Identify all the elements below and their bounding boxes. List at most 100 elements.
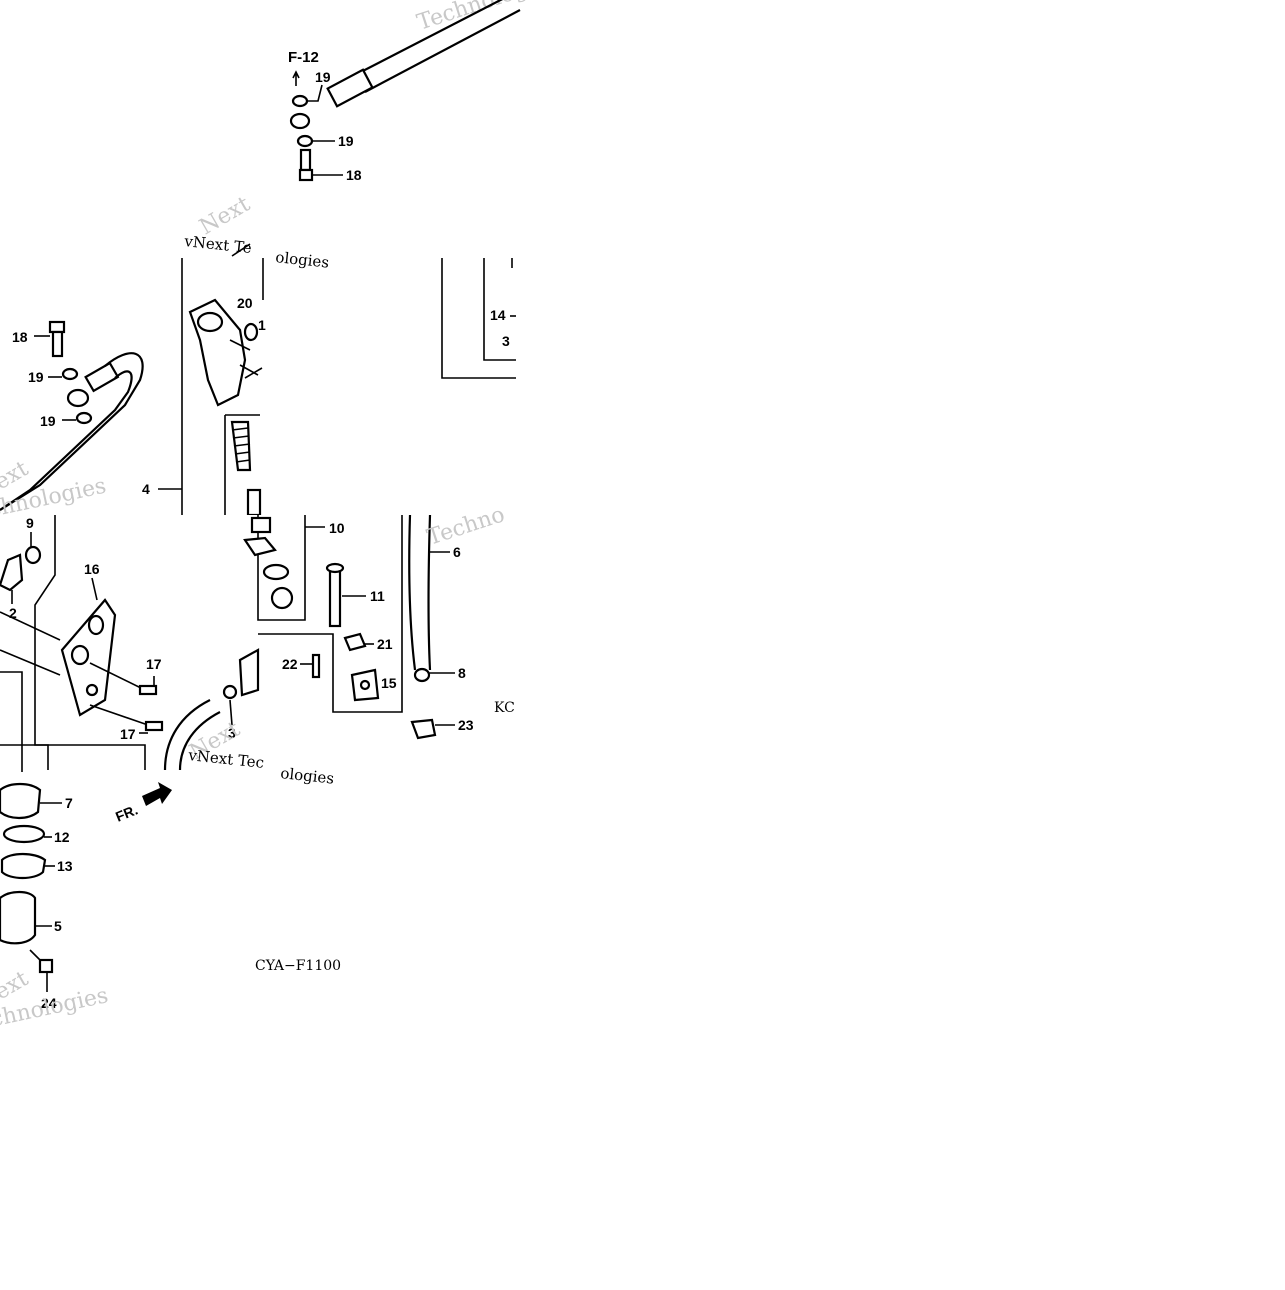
label-16: 16: [84, 561, 100, 577]
hose-clip-8: [413, 667, 431, 683]
diaphragm-13: [0, 852, 47, 880]
ref-f12-label: F-12: [288, 49, 319, 66]
watermark-vnext-1: vNext Te: [183, 232, 253, 257]
brake-hose-left-inner: [0, 370, 133, 511]
label-6: 6: [453, 544, 461, 560]
bolt-17a-guide: [89, 662, 146, 691]
diagram-code-bottom: CYA−F1100: [255, 958, 341, 974]
cylinder-detail-lines: [229, 339, 259, 376]
watermark-next-1: Next: [196, 192, 255, 240]
brake-hose-left-outer: [0, 352, 144, 511]
hose-fitting-top: [326, 68, 374, 108]
watermark-technologies-top: Technologies: [414, 0, 560, 36]
label-1: 1: [258, 317, 266, 333]
oil-bolt-shank-18a: [299, 148, 312, 172]
piston-box: [257, 515, 306, 621]
clevis-box: [258, 515, 403, 713]
reservoir-hose-inner: [178, 711, 221, 771]
reservoir-5: [0, 890, 37, 945]
hose-stub: [231, 243, 251, 257]
label-24: 24: [41, 995, 57, 1011]
hose-guide-23: [410, 718, 437, 740]
hose-eyelet-top: [289, 112, 311, 130]
lock-nut-21: [343, 632, 367, 652]
label-11: 11: [370, 588, 385, 604]
label-8: 8: [458, 665, 466, 681]
oil-bolt-shank-18b: [51, 330, 64, 358]
leader-3b: [229, 699, 233, 726]
leader-19a: [306, 84, 323, 102]
sealing-washer-19a: [291, 94, 309, 108]
spring-coils: [231, 427, 251, 463]
reservoir-cap-7: [0, 782, 42, 820]
bracket-hole-low: [85, 683, 99, 697]
label-12: 12: [54, 829, 70, 845]
rod-line-2: [0, 649, 61, 676]
bolt-17a: [138, 684, 158, 696]
label-18a: 18: [346, 167, 362, 183]
o-ring-20: [243, 322, 259, 342]
label-3b: 3: [228, 725, 236, 741]
label-7: 7: [65, 795, 73, 811]
label-15: 15: [381, 675, 397, 691]
frame-line-left2: [0, 744, 49, 770]
label-4: 4: [142, 481, 150, 497]
frame-line-right-inner: [483, 258, 516, 361]
leader-16: [91, 577, 98, 601]
piston-part: [246, 488, 262, 517]
bracket-hole-top: [87, 614, 105, 636]
label-19b: 19: [338, 133, 354, 149]
label-17a: 17: [146, 656, 162, 672]
frame-line-right: [441, 258, 516, 379]
sealing-washer-19b: [296, 134, 314, 148]
push-rod-head: [325, 562, 345, 574]
front-arrow-icon: [142, 782, 172, 806]
clevis-hole: [359, 679, 371, 691]
label-10: 10: [329, 520, 345, 536]
reservoir-hose-6-inner: [427, 514, 432, 671]
label-19a: 19: [315, 69, 331, 85]
master-cylinder-region: Next vNext Te ologies 4 20 1 14 3: [142, 192, 516, 517]
label-18b: 18: [12, 329, 28, 345]
cylinder-port: [196, 311, 224, 333]
frame-line-bracket: [34, 515, 146, 770]
leader-1b: [244, 367, 263, 379]
label-22: 22: [282, 656, 298, 672]
label-2: 2: [9, 605, 17, 621]
label-23: 23: [458, 717, 474, 733]
push-rod-11: [328, 566, 342, 628]
spring-end: [250, 516, 272, 534]
reservoir-hose-6-outer: [408, 514, 417, 671]
frame-line-left: [0, 671, 23, 772]
set-plate-12: [2, 824, 46, 844]
hose-clip: [222, 684, 238, 700]
rod-line-1: [0, 611, 61, 641]
label-19c: 19: [28, 369, 44, 385]
label-21: 21: [377, 636, 393, 652]
watermark-ologies-1: ologies: [275, 248, 330, 272]
top-hose-detail: Technologies F-12 19 19 18: [288, 0, 560, 183]
label-3a: 3: [502, 333, 510, 349]
label-19d: 19: [40, 413, 56, 429]
brake-hose-top: [354, 0, 503, 76]
brake-hose-top-edge: [364, 9, 521, 93]
piston-boot: [270, 586, 294, 610]
label-20: 20: [237, 295, 253, 311]
lower-assembly: 9 2 16 17 17 3 10: [0, 502, 520, 775]
watermark-ologies-2: ologies: [280, 764, 335, 788]
piston-kit-frame: [224, 414, 260, 515]
label-13: 13: [57, 858, 73, 874]
misc-labels: [244, 367, 263, 379]
oil-bolt-head-18b: [48, 320, 66, 334]
left-hose-detail: 18 19 19 ext chnologies: [0, 320, 144, 523]
hose-joint: [0, 553, 24, 592]
screw-head-24: [38, 958, 54, 974]
label-14: 14: [490, 307, 506, 323]
label-9: 9: [26, 515, 34, 531]
reservoir-hose-outer: [163, 699, 211, 771]
bracket-hole-mid: [70, 644, 90, 666]
hose-fitting-left: [84, 361, 120, 393]
label-5: 5: [54, 918, 62, 934]
